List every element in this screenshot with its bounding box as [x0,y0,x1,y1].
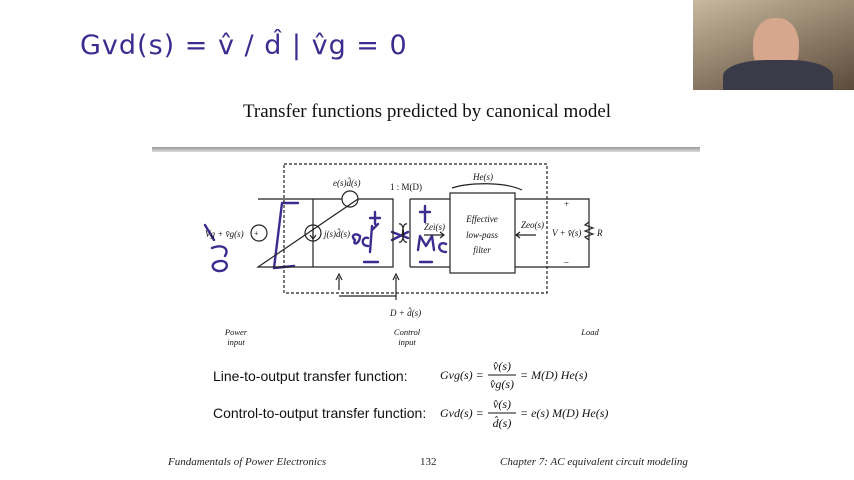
output-minus: – [563,257,569,267]
gvg-rhs: = M(D) He(s) [520,368,587,382]
source-label: Vg + v̂g(s) [205,229,244,239]
title-divider [152,147,700,152]
current-source-label: j(s)d̂(s) [323,228,350,239]
dependent-current-source [304,224,322,242]
gvd-denominator: d̂(s) [493,416,512,430]
ideal-transformer [398,223,408,243]
input-wires [256,198,394,268]
source-plus: + [254,229,259,238]
dependent-voltage-source [341,190,359,208]
he-label: He(s) [472,172,493,182]
filter-line-2: low-pass [466,230,499,240]
slide-title: Transfer functions predicted by canonica… [242,101,612,122]
transfer-equations: Gvg(s) = v̂(s) v̂g(s) = M(D) He(s) Gvd(s… [440,359,608,430]
gvg-lhs: Gvg(s) = [440,368,484,382]
resistor-label: R [596,228,603,238]
power-input-label-1: Power [224,327,248,337]
input-voltage-source [250,224,268,242]
webcam-video-overlay [693,0,854,90]
dashed-model-box [283,163,548,294]
handwritten-circuit-marks [203,201,448,273]
voltage-source-label: e(s)d̂(s) [333,177,361,188]
he-arrow [451,183,523,191]
footer-chapter: Chapter 7: AC equivalent circuit modelin… [500,456,688,468]
control-to-output-label: Control-to-output transfer function: [213,405,427,421]
zeo-label: Zeo(s) [521,220,544,230]
gvd-rhs: = e(s) M(D) He(s) [520,406,608,420]
power-input-label-2: input [227,337,245,347]
line-to-output-label: Line-to-output transfer function: [213,368,408,384]
gvg-denominator: v̂g(s) [490,377,514,391]
output-plus: + [564,199,569,209]
filter-line-3: filter [473,245,491,255]
gvg-numerator: v̂(s) [493,359,511,373]
low-pass-filter-box [449,192,516,274]
output-wires [409,198,590,268]
control-input-label-2: input [398,337,416,347]
handwritten-formula: Gvd(s) = v̂ / d̂ | v̂g = 0 [80,30,408,61]
filter-line-1: Effective [465,214,497,224]
presenter-body [723,60,833,90]
footer-book-title: Fundamentals of Power Electronics [168,456,327,468]
gvd-numerator: v̂(s) [493,397,511,411]
load-label: Load [580,327,599,337]
control-arrows [335,272,400,300]
zei-label: Zei(s) [424,222,445,232]
control-signal-label: D + d̂(s) [389,307,421,318]
transformer-label: 1 : M(D) [390,182,422,192]
output-voltage-label: V + v̂(s) [552,228,581,238]
control-input-label-1: Control [394,327,421,337]
gvd-lhs: Gvd(s) = [440,406,484,420]
load-resistor [583,221,595,241]
footer-page-number: 132 [420,456,437,468]
